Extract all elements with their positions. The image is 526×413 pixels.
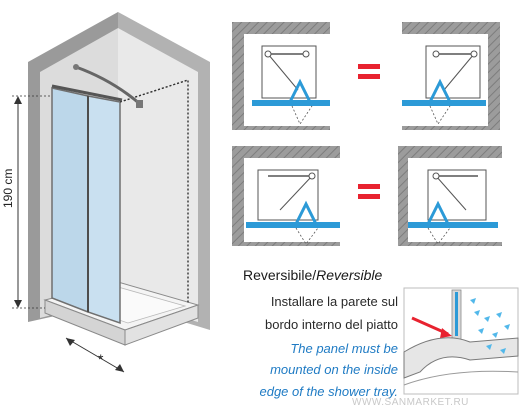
side-wall-dotted	[119, 79, 189, 304]
tray-detail-inset	[403, 287, 519, 395]
equals-sign-bottom	[358, 184, 380, 199]
width-star-label: *	[98, 351, 104, 367]
desc-it-line-2: bordo interno del piatto	[265, 317, 398, 332]
water-drops-icon	[470, 298, 510, 354]
equals-sign-top	[358, 64, 380, 79]
watermark: WWW.SANMARKET.RU	[352, 397, 469, 408]
desc-en-line-1: The panel must be	[290, 341, 398, 356]
desc-en-line-2: mounted on the inside	[270, 362, 398, 377]
plan-diagram-2	[402, 22, 500, 130]
height-dimension-label: 190 cm	[1, 168, 15, 208]
plan-diagram-1	[232, 22, 330, 130]
desc-en-line-3: edge of the shower tray.	[259, 384, 398, 399]
plan-diagram-3	[232, 146, 340, 246]
reversible-title: Reversibile/Reversible	[243, 268, 382, 282]
glass-panel-left	[51, 87, 89, 314]
glass-panel-middle	[87, 95, 121, 325]
reversible-title-en: Reversible	[316, 267, 383, 283]
support-bar	[75, 65, 141, 106]
desc-it-line-1: Installare la parete sul	[270, 294, 398, 309]
plan-diagram-4	[398, 146, 502, 246]
shower-enclosure-3d	[12, 12, 210, 373]
reversible-title-it: Reversibile/	[243, 267, 317, 283]
